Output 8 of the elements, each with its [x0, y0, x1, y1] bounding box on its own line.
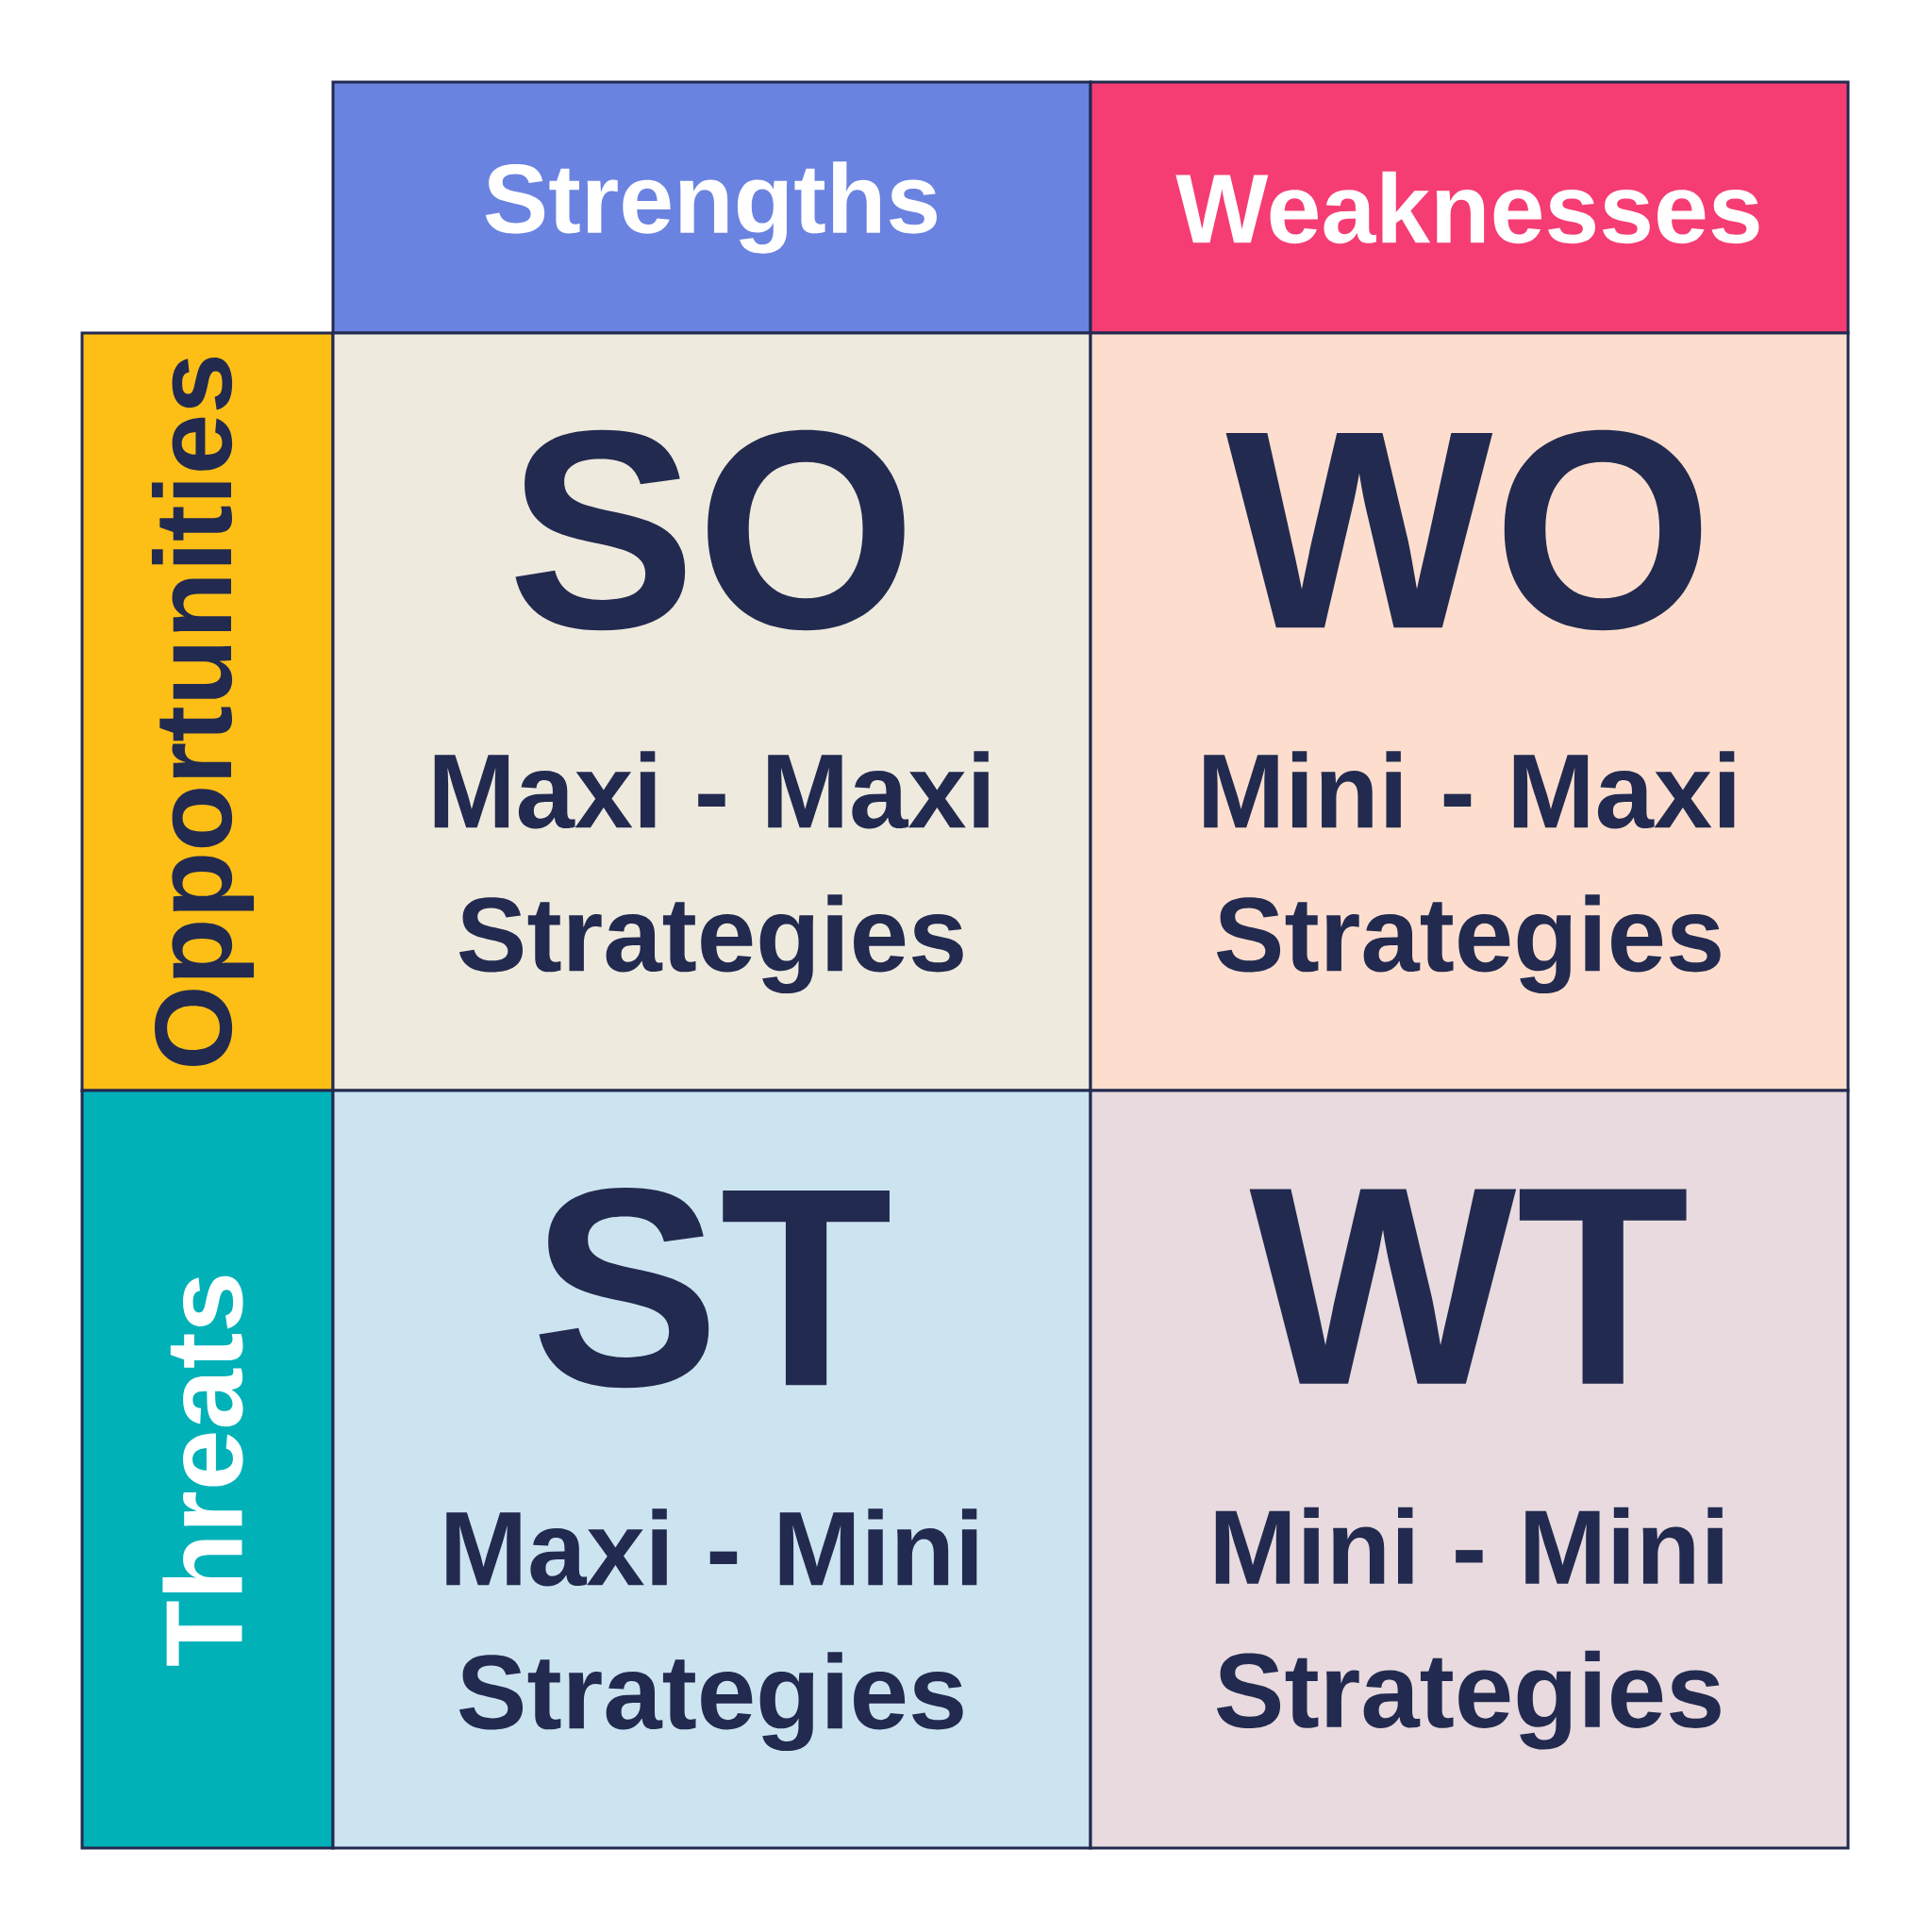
- column-header: Strengths: [331, 80, 1092, 335]
- strategy-cell: WT Mini - Mini Strategies: [1089, 1089, 1850, 1850]
- row-header: Opportunities: [80, 331, 335, 1092]
- row-header: Threats: [80, 1089, 335, 1850]
- strategy-cell: WO Mini - Maxi Strategies: [1089, 331, 1850, 1092]
- strategy-cell: ST Maxi - Mini Strategies: [331, 1089, 1092, 1850]
- column-header: Weaknesses: [1089, 80, 1850, 335]
- strategy-cell: SO Maxi - Maxi Strategies: [331, 331, 1092, 1092]
